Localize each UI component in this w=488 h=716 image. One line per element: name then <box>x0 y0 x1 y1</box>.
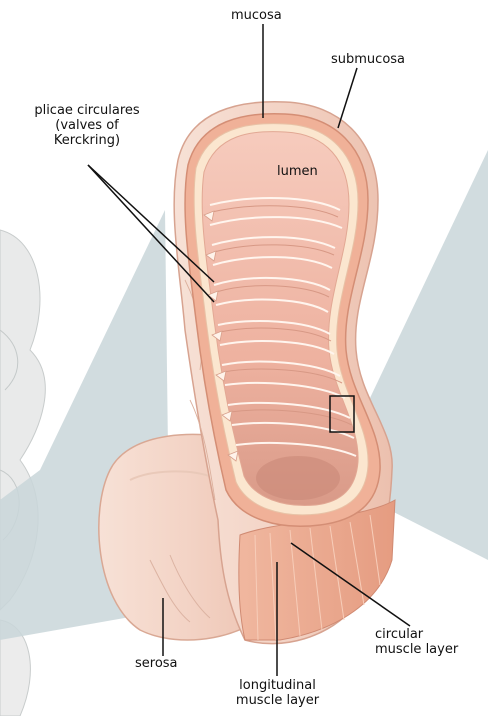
label-plicae-line3: Kerckring) <box>16 133 158 148</box>
label-lumen: lumen <box>277 164 318 179</box>
label-longitudinal-line2: muscle layer <box>220 693 335 708</box>
label-longitudinal-line1: longitudinal <box>220 678 335 693</box>
label-circular-line2: muscle layer <box>375 642 458 657</box>
label-circular-line1: circular <box>375 627 458 642</box>
label-plicae-circulares: plicae circulares (valves of Kerckring) <box>16 103 158 148</box>
label-serosa: serosa <box>135 656 178 671</box>
label-mucosa: mucosa <box>231 8 282 23</box>
label-circular-muscle-layer: circular muscle layer <box>375 627 458 657</box>
label-longitudinal-muscle-layer: longitudinal muscle layer <box>220 678 335 708</box>
label-submucosa: submucosa <box>331 52 405 67</box>
leader-submucosa <box>338 68 357 128</box>
label-plicae-line1: plicae circulares <box>16 103 158 118</box>
label-plicae-line2: (valves of <box>16 118 158 133</box>
lumen-depth <box>256 456 340 500</box>
